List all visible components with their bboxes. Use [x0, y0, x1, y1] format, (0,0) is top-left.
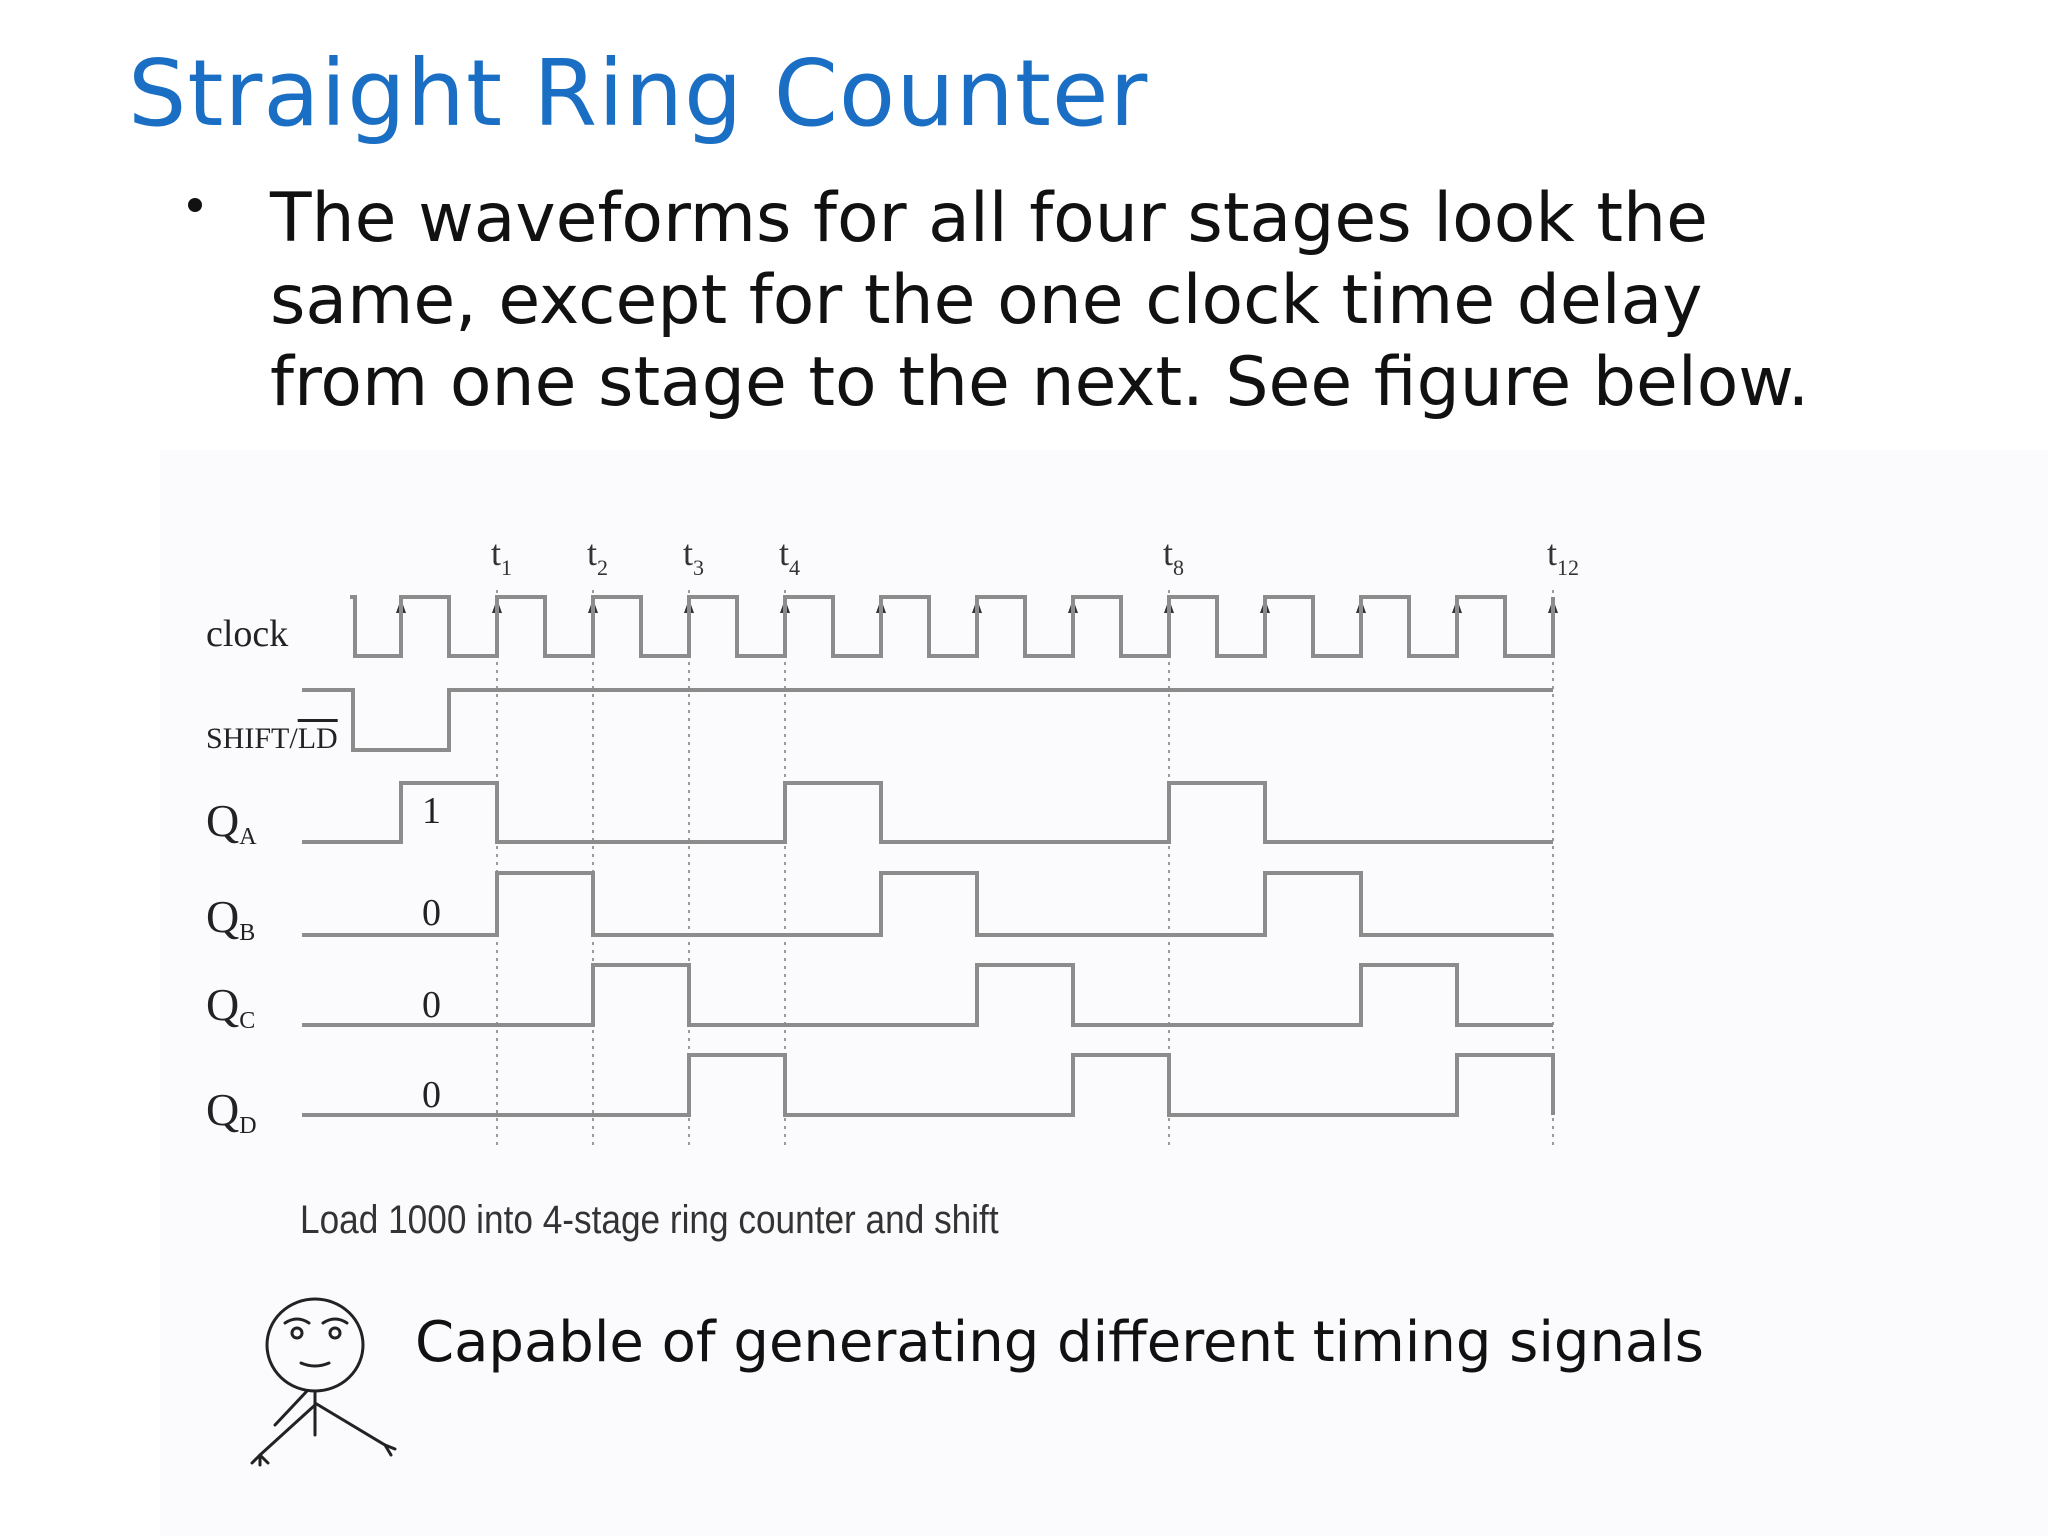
figure-caption: Load 1000 into 4-stage ring counter and …	[300, 1198, 999, 1242]
thinking-face-icon	[250, 1297, 397, 1467]
figure-background	[160, 450, 2048, 1536]
waveform-line	[302, 1053, 1555, 1117]
initial-value-label: 0	[422, 1074, 441, 1116]
time-marker-label: t1	[491, 533, 512, 580]
signal-label: QB	[206, 891, 255, 946]
waveform-line	[302, 688, 1553, 752]
signal-label: QA	[206, 795, 257, 850]
signal-label: QD	[206, 1084, 257, 1139]
signal-label: clock	[206, 613, 288, 655]
signal-label: SHIFT/LD	[206, 722, 338, 755]
time-marker-label: t8	[1163, 533, 1184, 580]
time-marker-label: t2	[587, 533, 608, 580]
initial-value-label: 0	[422, 984, 441, 1026]
waveform-line	[350, 595, 1555, 658]
initial-value-label: 0	[422, 892, 441, 934]
bullet-point-icon	[188, 198, 202, 212]
waveform-line	[302, 781, 1553, 844]
initial-value-label: 1	[422, 790, 441, 832]
slide-title: Straight Ring Counter	[128, 40, 1149, 147]
time-marker-label: t3	[683, 533, 704, 580]
waveform-line	[302, 871, 1553, 937]
bullet-text: The waveforms for all four stages look t…	[270, 179, 1810, 422]
time-marker-label: t4	[779, 533, 800, 580]
note-text: Capable of generating different timing s…	[415, 1310, 1704, 1375]
signal-label: QC	[206, 979, 255, 1034]
time-marker-label: t12	[1547, 533, 1579, 580]
waveform-line	[302, 963, 1553, 1027]
